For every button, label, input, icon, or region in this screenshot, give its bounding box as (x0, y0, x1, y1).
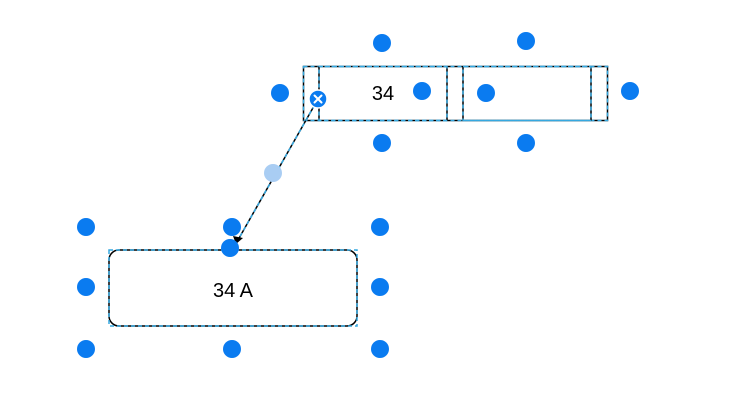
process-shape[interactable]: 34 (302, 65, 609, 122)
handle-process-top-right[interactable] (517, 32, 535, 50)
rounded-shape-label[interactable]: 34 A (213, 280, 254, 302)
edge-handles[interactable] (221, 89, 328, 257)
handle-process-right[interactable] (621, 82, 639, 100)
handle-rounded-bottom-center[interactable] (223, 340, 241, 358)
edge-midpoint-handle[interactable] (264, 164, 282, 182)
handle-process-bottom-left[interactable] (373, 134, 391, 152)
rounded-shape[interactable]: 34 A (108, 249, 358, 327)
edge-source-handle[interactable] (308, 89, 328, 109)
process-shape-label[interactable]: 34 (372, 83, 394, 105)
handle-process-top-left[interactable] (373, 34, 391, 52)
handle-rounded-top-left[interactable] (77, 218, 95, 236)
process-shape-outline (302, 65, 609, 122)
edge-target-handle[interactable] (221, 239, 239, 257)
process-shape-right-cell-selection (462, 65, 592, 122)
handle-rounded-bottom-left[interactable] (77, 340, 95, 358)
handle-process-center-right[interactable] (477, 84, 495, 102)
handle-rounded-right[interactable] (371, 278, 389, 296)
handle-process-left[interactable] (271, 84, 289, 102)
handle-process-center-left[interactable] (413, 82, 431, 100)
handle-rounded-top-right[interactable] (371, 218, 389, 236)
handle-rounded-bottom-right[interactable] (371, 340, 389, 358)
handle-process-bottom-right[interactable] (517, 134, 535, 152)
handle-rounded-top-center[interactable] (223, 218, 241, 236)
handle-rounded-left[interactable] (77, 278, 95, 296)
process-shape-handles[interactable] (271, 32, 639, 152)
close-icon[interactable] (313, 94, 323, 104)
process-shape-selection (302, 65, 609, 122)
rounded-shape-selection (108, 249, 358, 327)
connector-selection (237, 98, 319, 241)
rounded-shape-handles[interactable] (77, 218, 389, 358)
